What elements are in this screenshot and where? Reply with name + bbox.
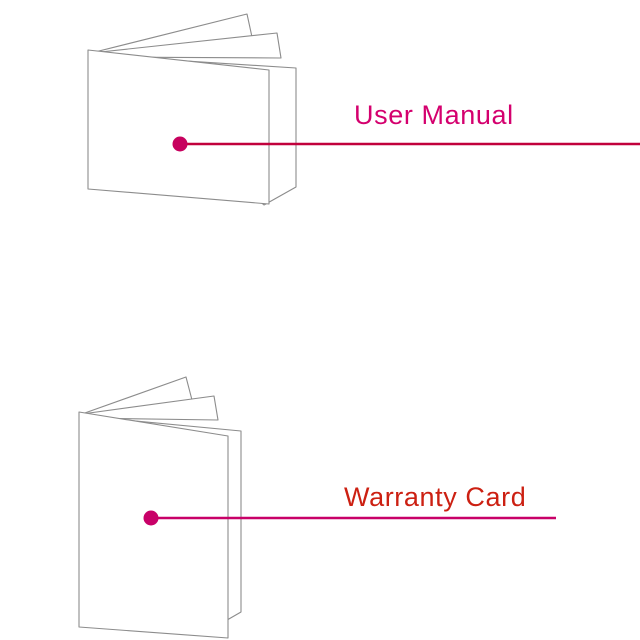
warranty-card-label: Warranty Card — [344, 482, 527, 512]
manual-front-cover — [87, 49, 270, 205]
warranty-callout-dot — [143, 510, 159, 526]
user-manual-illustration — [87, 13, 297, 206]
manual-callout-dot — [172, 136, 188, 152]
user-manual-label: User Manual — [354, 100, 514, 130]
warranty-card-illustration — [78, 376, 242, 639]
